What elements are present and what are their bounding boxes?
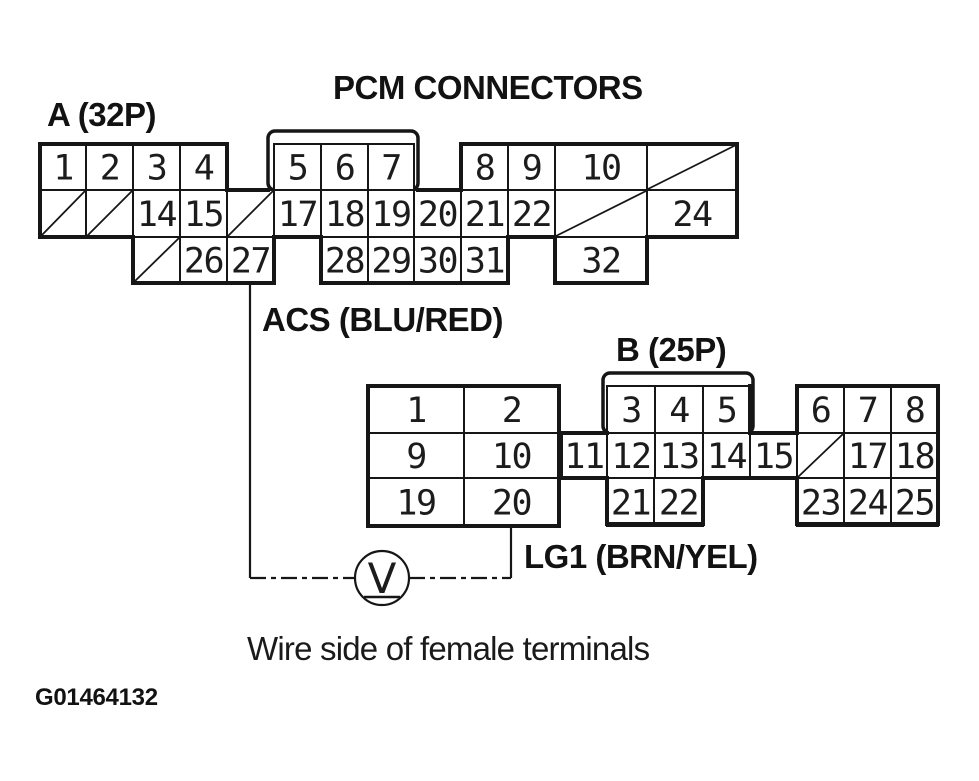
connector-b-pin-cell xyxy=(843,432,892,479)
connector-b-pin-number: 4 xyxy=(669,391,689,431)
connector-a-pin-number: 15 xyxy=(184,195,223,235)
connector-a-pin-cell xyxy=(554,143,648,191)
connector-b-pin-number: 23 xyxy=(801,484,840,524)
voltmeter-symbol: V xyxy=(368,554,397,603)
connector-a-pin-number: 26 xyxy=(184,242,223,282)
connector-a-pin-number: 4 xyxy=(194,149,214,189)
connector-b-pin-cell xyxy=(890,385,939,434)
connector-a-pin-number: 1 xyxy=(53,149,73,189)
connector-b-outline xyxy=(366,384,561,528)
wire-acs-label: ACS (BLU/RED) xyxy=(262,301,503,338)
diagonal-blank-mark xyxy=(647,144,737,190)
connector-a-pin-number: 10 xyxy=(581,149,620,189)
figure-id: G01464132 xyxy=(35,684,158,711)
connector-a-pin-number: 28 xyxy=(325,242,364,282)
connector-a-pin-cell xyxy=(132,143,181,191)
connector-a-pin-number: 3 xyxy=(147,149,167,189)
connector-a-pin-number: 2 xyxy=(100,149,120,189)
connector-b-pin-number: 2 xyxy=(502,391,522,431)
connector-b-pin-number: 21 xyxy=(611,484,650,524)
connector-b-pin-number: 22 xyxy=(659,484,698,524)
connector-b-pin-number: 14 xyxy=(707,437,747,477)
connector-b-pin-number: 1 xyxy=(406,391,426,431)
connector-a-pin-number: 7 xyxy=(381,149,401,189)
connector-a-pin-number: 30 xyxy=(418,242,457,282)
connector-a-pin-number: 8 xyxy=(475,149,495,189)
connector-a-pin-cell xyxy=(554,236,648,284)
connector-b-pin-number: 10 xyxy=(492,437,531,477)
connector-b-pin-number: 12 xyxy=(611,437,650,477)
connector-b-pin-number: 7 xyxy=(858,391,878,431)
connector-b-pin-number: 5 xyxy=(717,391,737,431)
diagonal-blank-mark xyxy=(797,433,844,478)
connector-a-pin-number: 22 xyxy=(512,195,551,235)
diagonal-blank-mark xyxy=(227,190,274,237)
wire-lg1-label: LG1 (BRN/YEL) xyxy=(524,538,758,575)
connector-a-pin-number: 24 xyxy=(672,195,712,235)
connector-a-pin-number: 14 xyxy=(137,195,177,235)
connector-a-pin-number: 29 xyxy=(371,242,410,282)
connector-a-pin-number: 5 xyxy=(288,149,308,189)
connector-b-pin-number: 24 xyxy=(848,484,888,524)
connector-a-pin-number: 19 xyxy=(371,195,410,235)
connector-a-pin-cell xyxy=(179,236,228,284)
connector-b-pin-cell xyxy=(843,385,892,434)
connector-b-pin-number: 20 xyxy=(492,484,531,524)
connector-a-pin-number: 32 xyxy=(581,242,620,282)
connector-b-pin-cell xyxy=(463,477,560,527)
connector-a-pin-number: 6 xyxy=(335,149,355,189)
diagram-title: PCM CONNECTORS xyxy=(333,69,643,106)
connector-a-pin-cell xyxy=(132,189,181,238)
connector-a-pin-cell xyxy=(507,143,556,191)
diagonal-blank-mark xyxy=(40,190,86,237)
connector-a-pin-number: 9 xyxy=(522,149,542,189)
connector-a-label: A (32P) xyxy=(47,96,156,133)
connector-b-pin-number: 18 xyxy=(895,437,934,477)
voltmeter-icon xyxy=(353,549,411,607)
connector-b-pin-cell xyxy=(654,385,704,434)
connector-b-pin-number: 6 xyxy=(811,391,831,431)
connector-a-pin-number: 31 xyxy=(465,242,504,282)
connector-a-pin-number: 21 xyxy=(465,195,504,235)
connector-b-outline xyxy=(559,384,940,526)
connector-b-pin-number: 25 xyxy=(895,484,934,524)
connector-a-pin-number: 20 xyxy=(418,195,457,235)
connector-b-pin-cell xyxy=(606,385,656,434)
connector-b-pin-number: 15 xyxy=(754,437,793,477)
connector-a-pin-number: 27 xyxy=(231,242,270,282)
connector-a-pin-number: 17 xyxy=(278,195,317,235)
diagonal-blank-mark xyxy=(133,237,180,283)
connector-b-pin-number: 13 xyxy=(659,437,698,477)
connector-a-pin-cell xyxy=(39,143,87,191)
connector-a-pin-cell xyxy=(413,189,462,238)
connector-a-outline xyxy=(38,142,739,285)
connector-a-pin-number: 18 xyxy=(325,195,364,235)
connector-a-pin-cell xyxy=(367,236,415,284)
connector-a-pin-cell xyxy=(460,143,509,191)
diagonal-blank-mark xyxy=(86,190,133,237)
connector-b-pin-number: 17 xyxy=(848,437,887,477)
connector-a-pin-cell xyxy=(367,143,415,191)
connector-b-pin-cell xyxy=(463,432,560,479)
connector-b-pin-number: 8 xyxy=(905,391,925,431)
connector-b-pin-number: 11 xyxy=(564,437,603,477)
wire-side-caption: Wire side of female terminals xyxy=(247,630,650,667)
diagonal-blank-mark xyxy=(555,190,647,237)
connector-b-pin-number: 3 xyxy=(621,391,641,431)
connector-b-label: B (25P) xyxy=(616,331,727,368)
connector-b-pin-number: 19 xyxy=(396,484,435,524)
connector-b-pin-number: 9 xyxy=(406,437,426,477)
connector-b-pin-cell xyxy=(367,385,465,434)
